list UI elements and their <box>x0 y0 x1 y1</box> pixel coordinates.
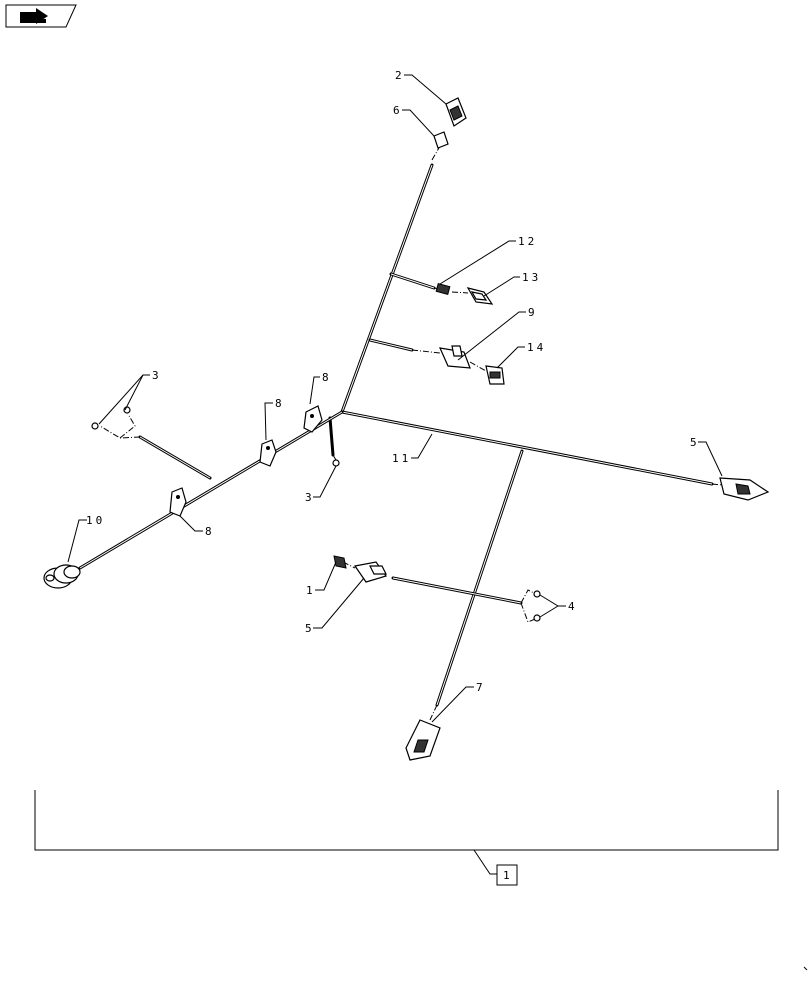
callout-11: 11 <box>392 452 411 465</box>
dash-leaders <box>99 145 723 721</box>
callout-8-upper: 8 <box>322 371 329 384</box>
terminal-12[interactable] <box>435 282 451 296</box>
back-arrow-icon[interactable] <box>5 4 77 28</box>
callout-4: 4 <box>568 600 575 613</box>
callout-1: 1 <box>306 584 313 597</box>
connector-5-right[interactable] <box>719 477 770 501</box>
callout-13: 13 <box>522 271 541 284</box>
callout-3-upper: 3 <box>152 369 159 382</box>
seal-6[interactable] <box>433 131 449 149</box>
callout-5-lower: 5 <box>305 622 312 635</box>
clip-8-middle[interactable] <box>259 439 277 467</box>
callout-9: 9 <box>528 306 535 319</box>
grommet-10[interactable] <box>43 564 81 589</box>
callout-5-right: 5 <box>690 436 697 449</box>
connector-14[interactable] <box>485 365 505 385</box>
clip-8-upper[interactable] <box>303 405 323 433</box>
assembly-ref-number: 1 <box>503 869 510 882</box>
callout-2: 2 <box>395 69 402 82</box>
ring-terminal-3-middle[interactable] <box>332 459 340 467</box>
clip-8-lower[interactable] <box>169 487 187 517</box>
callout-3-middle: 3 <box>305 491 312 504</box>
callout-14: 14 <box>527 341 546 354</box>
wire-trunk <box>78 163 714 707</box>
connector-5-lower[interactable] <box>353 561 387 583</box>
connector-7[interactable] <box>405 719 441 761</box>
assembly-bracket <box>34 790 779 886</box>
callout-10: 10 <box>86 514 105 527</box>
callout-leaders <box>67 74 723 723</box>
callout-8-middle: 8 <box>275 397 282 410</box>
callout-8-lower: 8 <box>205 525 212 538</box>
ring-terminals-4[interactable] <box>533 590 541 622</box>
callout-6: 6 <box>393 104 400 117</box>
connector-9[interactable] <box>438 345 471 369</box>
callout-12: 12 <box>518 235 537 248</box>
corner-mark <box>803 966 808 971</box>
connector-13[interactable] <box>466 287 494 305</box>
connector-2[interactable] <box>445 97 467 127</box>
callout-7: 7 <box>476 681 483 694</box>
